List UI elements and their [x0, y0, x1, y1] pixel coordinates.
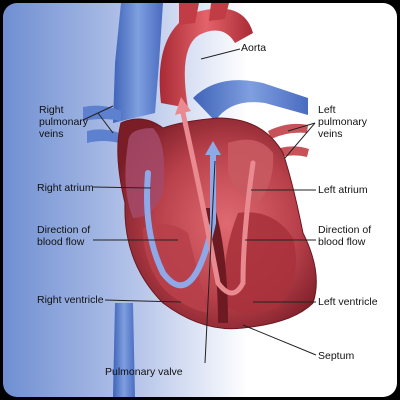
right-pulmonary-vein-upper — [83, 105, 121, 121]
right-pulmonary-vein-lower — [87, 129, 119, 143]
label-direction-left-1: Direction of — [37, 224, 90, 236]
label-left-pulmonary-veins-2: pulmonary — [318, 116, 368, 128]
label-left-atrium: Left atrium — [318, 184, 368, 196]
label-right-atrium: Right atrium — [37, 182, 94, 194]
label-left-pulmonary-veins-3: veins — [318, 128, 343, 140]
blood-flow-arrow-left — [180, 110, 256, 296]
label-septum: Septum — [318, 350, 354, 362]
leader-lines — [82, 48, 317, 364]
aorta — [159, 8, 253, 108]
label-direction-right-2: blood flow — [318, 236, 366, 248]
pulmonary-artery — [193, 80, 308, 121]
label-right-pulmonary-veins-1: Right — [39, 104, 64, 116]
right-ventricle-chamber — [143, 224, 208, 313]
label-direction-left-2: blood flow — [37, 236, 85, 248]
label-right-pulmonary-veins-2: pulmonary — [39, 116, 89, 128]
right-atrium-chamber — [125, 128, 165, 218]
superior-vena-cava — [113, 3, 163, 123]
label-left-pulmonary-veins-1: Left — [318, 104, 336, 116]
inferior-vena-cava — [113, 303, 135, 397]
blood-flow-arrowhead-right — [205, 141, 221, 155]
label-right-ventricle: Right ventricle — [37, 294, 104, 306]
aorta-branch-1 — [179, 3, 199, 25]
label-pulmonary-valve: Pulmonary valve — [105, 366, 183, 378]
blood-flow-arrow-right — [144, 150, 216, 289]
blood-flow-arrowhead-left — [175, 97, 191, 115]
label-right-pulmonary-veins-3: veins — [39, 128, 64, 140]
label-direction-right-1: Direction of — [318, 224, 371, 236]
diagram-frame: Aorta Right pulmonary veins Left pulmona… — [3, 3, 397, 397]
label-left-ventricle: Left ventricle — [318, 296, 378, 308]
left-pulmonary-vein-upper — [268, 123, 308, 139]
label-aorta: Aorta — [241, 42, 266, 54]
heart-diagram: Aorta Right pulmonary veins Left pulmona… — [37, 3, 378, 397]
aorta-branch-2 — [209, 3, 229, 21]
